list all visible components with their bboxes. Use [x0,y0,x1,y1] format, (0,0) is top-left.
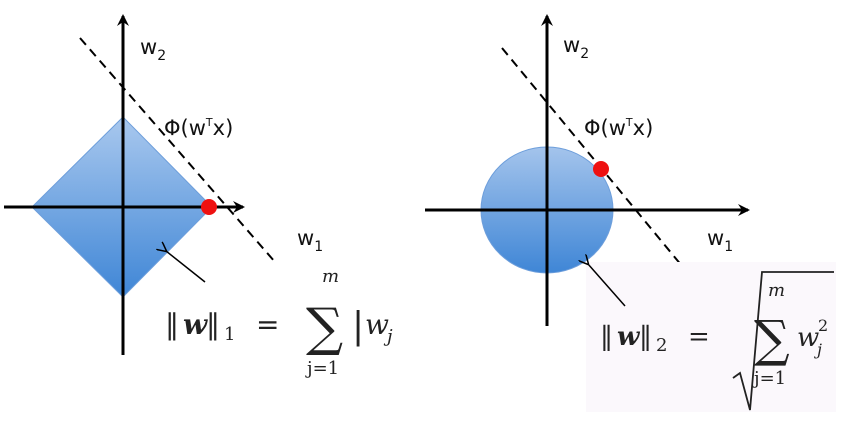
svg-text:w: w [797,323,819,353]
svg-text:‖: ‖ [600,322,613,352]
left-x-axis-label: w1 [297,226,323,255]
right-y-axis-label: w2 [563,33,589,62]
svg-text:w: w [365,308,389,341]
left-solution-point [201,199,217,215]
l1-norm-formula: ‖ w ‖ 1 = m ∑ j=1 | w j [165,266,393,379]
svg-text:=: = [688,322,710,352]
svg-text:j=1: j=1 [305,358,339,379]
l2-norm-formula: ‖ w ‖ 2 = m ∑ j=1 w 2 j [600,271,834,411]
right-x-axis-label: w1 [707,226,733,255]
left-line-label: Φ(wTx) [164,116,233,140]
svg-text:|: | [352,306,364,347]
svg-text:w: w [617,322,641,352]
svg-text:1: 1 [224,324,235,345]
svg-text:j=1: j=1 [752,368,786,389]
svg-text:m: m [768,280,785,301]
svg-text:=: = [256,308,279,341]
svg-text:∑: ∑ [306,298,343,358]
left-panel-l1: w2 w1 Φ(wTx) ‖ w ‖ 1 = m ∑ j=1 | w j [4,14,393,379]
right-line-label: Φ(wTx) [584,116,653,140]
left-y-axis-label: w2 [140,35,166,64]
left-pointer-arrow [166,251,206,283]
right-dashed-constraint-line [501,47,683,267]
svg-text:2: 2 [818,316,828,335]
l2-formula-background [586,262,836,412]
right-panel-l2: w2 w1 Φ(wTx) ‖ w ‖ 2 = m ∑ j=1 w 2 j [425,14,836,412]
svg-text:m: m [322,266,339,287]
square-root-sign [732,271,834,411]
svg-text:2: 2 [656,335,667,356]
right-pointer-arrow [588,264,626,307]
svg-text:w: w [183,308,208,341]
svg-text:∑: ∑ [754,310,790,368]
svg-text:‖: ‖ [206,308,220,341]
svg-text:‖: ‖ [165,308,179,341]
svg-text:‖: ‖ [639,322,652,352]
svg-text:j: j [383,326,393,347]
svg-text:j: j [814,340,822,359]
right-solution-point [593,161,609,177]
left-dashed-constraint-line [79,37,276,263]
